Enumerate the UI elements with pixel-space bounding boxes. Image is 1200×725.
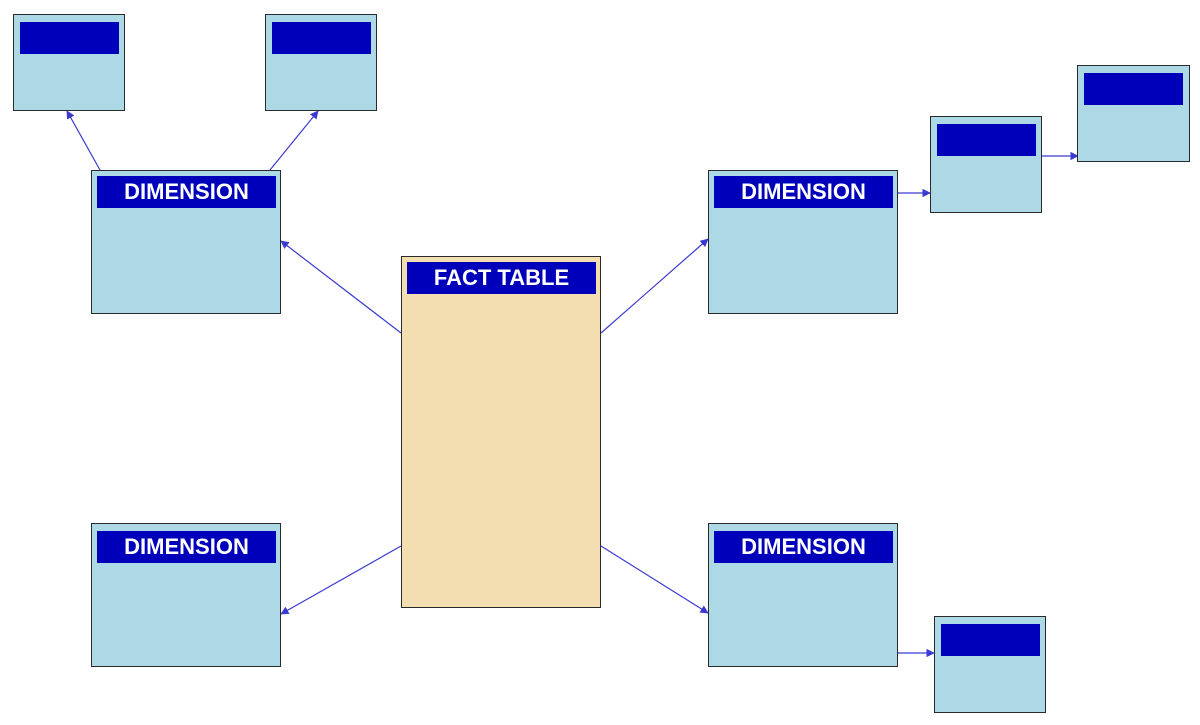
- connector-fact-to-dimension-top-left: [280, 240, 402, 334]
- sub-dimension-title: [937, 124, 1036, 156]
- sub-dimension-top-right-a: [930, 116, 1042, 213]
- dimension-title: DIMENSION: [714, 176, 893, 208]
- sub-dimension-title: [941, 624, 1040, 656]
- dimension-bottom-right: DIMENSION: [708, 523, 898, 667]
- sub-dimension-top-right-b: [1077, 65, 1190, 162]
- dimension-top-right: DIMENSION: [708, 170, 898, 314]
- dimension-title: DIMENSION: [97, 531, 276, 563]
- connector-fact-to-dimension-top-right: [600, 238, 709, 334]
- dimension-top-left: DIMENSION: [91, 170, 281, 314]
- sub-dimension-top-left-a: [13, 14, 125, 111]
- fact-table-title: FACT TABLE: [407, 262, 596, 294]
- connector-fact-to-dimension-bottom-right: [600, 545, 709, 614]
- dimension-title: DIMENSION: [97, 176, 276, 208]
- dimension-title: DIMENSION: [714, 531, 893, 563]
- fact-table: FACT TABLE: [401, 256, 601, 608]
- sub-dimension-title: [272, 22, 371, 54]
- sub-dimension-top-left-b: [265, 14, 377, 111]
- connector-top-left-to-sub-b: [269, 110, 319, 171]
- sub-dimension-title: [1084, 73, 1183, 105]
- sub-dimension-title: [20, 22, 119, 54]
- dimension-bottom-left: DIMENSION: [91, 523, 281, 667]
- connector-top-left-to-sub-a: [66, 110, 101, 171]
- sub-dimension-bottom-right-a: [934, 616, 1046, 713]
- connector-fact-to-dimension-bottom-left: [280, 545, 402, 615]
